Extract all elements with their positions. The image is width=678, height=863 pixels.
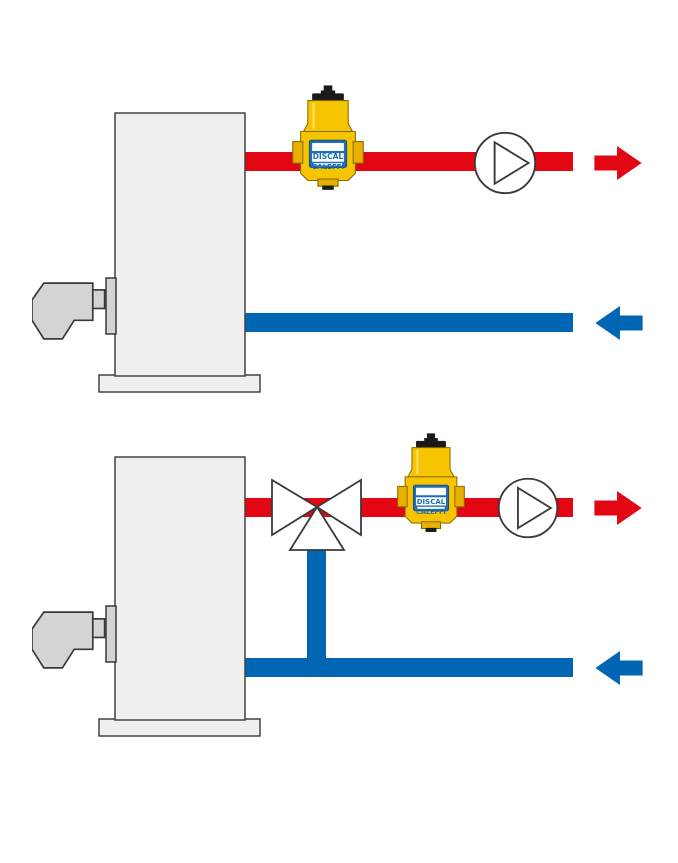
boiler-icon [98,456,261,737]
circulator-pump-icon [497,477,559,539]
return-arrow-icon [595,306,643,340]
supply-arrow-icon [594,491,642,525]
burner-icon [32,605,117,669]
brand-top-label: DISCAL [313,152,344,161]
brand-bottom-label: CALEFFI [416,508,446,516]
air-separator-icon: DISCAL CALEFFI [292,84,364,191]
brand-top-label: DISCAL [417,498,446,506]
bypass-pipe [307,535,326,667]
return-pipe [245,313,573,332]
air-separator-icon: DISCAL CALEFFI [397,432,465,534]
three-way-valve-icon [271,478,362,551]
burner-icon [32,277,117,340]
supply-arrow-icon [594,146,642,180]
return-pipe [245,658,573,677]
diagram-mixed-circuit: DISCAL CALEFFI [32,432,643,737]
diagram-direct-circuit: DISCAL CALEFFI [32,84,643,393]
circulator-pump-icon [473,131,537,195]
return-arrow-icon [595,651,643,685]
brand-bottom-label: CALEFFI [312,163,344,171]
boiler-icon [98,112,261,393]
